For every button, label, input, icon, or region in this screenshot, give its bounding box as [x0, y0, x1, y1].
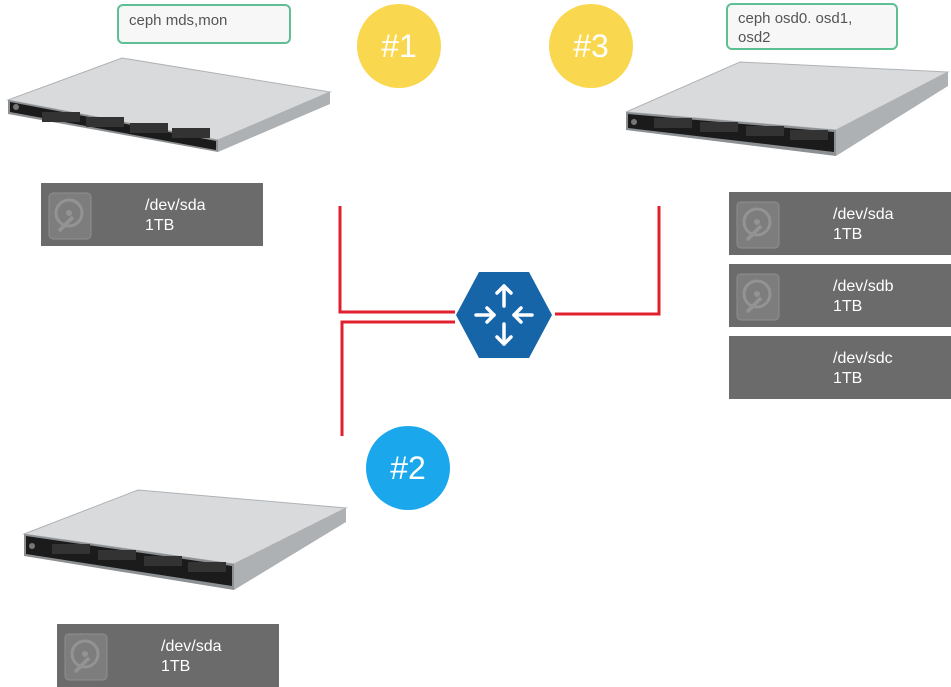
hard-disk-icon — [736, 273, 780, 321]
link-node3 — [555, 206, 661, 316]
node1-role-callout: ceph mds,mon — [117, 4, 291, 44]
node3-role-text-line2: osd2 — [738, 29, 771, 46]
server-node1-icon — [6, 57, 332, 152]
link-node2 — [340, 320, 455, 436]
disk-node3-sdb: /dev/sdb 1TB — [729, 264, 951, 327]
disk-size-label: 1TB — [833, 298, 863, 315]
server-node2-icon — [22, 489, 348, 590]
disk-node1-sda: /dev/sda 1TB — [41, 183, 263, 246]
node1-badge: #1 — [357, 4, 441, 88]
node3-role-text-line1: ceph osd0. osd1, — [738, 10, 853, 27]
disk-device-label: /dev/sda — [145, 197, 206, 214]
disk-size-label: 1TB — [833, 370, 863, 387]
node2-badge: #2 — [366, 426, 450, 510]
router-icon — [456, 272, 552, 358]
link-node1 — [338, 206, 455, 314]
disk-node3-sdc: /dev/sdc 1TB — [729, 336, 951, 399]
node1-role-text: ceph mds,mon — [129, 12, 228, 29]
node3-role-callout: ceph osd0. osd1, osd2 — [726, 3, 898, 50]
hard-disk-icon — [64, 633, 108, 681]
disk-device-label: /dev/sdc — [833, 350, 893, 367]
hard-disk-icon — [48, 192, 92, 240]
disk-node3-sda: /dev/sda 1TB — [729, 192, 951, 255]
hard-disk-icon — [736, 201, 780, 249]
server-node3-icon — [625, 61, 950, 156]
disk-node2-sda: /dev/sda 1TB — [57, 624, 279, 687]
disk-size-label: 1TB — [833, 226, 863, 243]
disk-size-label: 1TB — [161, 658, 191, 675]
disk-device-label: /dev/sda — [833, 206, 894, 223]
disk-device-label: /dev/sda — [161, 638, 222, 655]
disk-size-label: 1TB — [145, 217, 175, 234]
node3-badge: #3 — [549, 4, 633, 88]
disk-device-label: /dev/sdb — [833, 278, 894, 295]
